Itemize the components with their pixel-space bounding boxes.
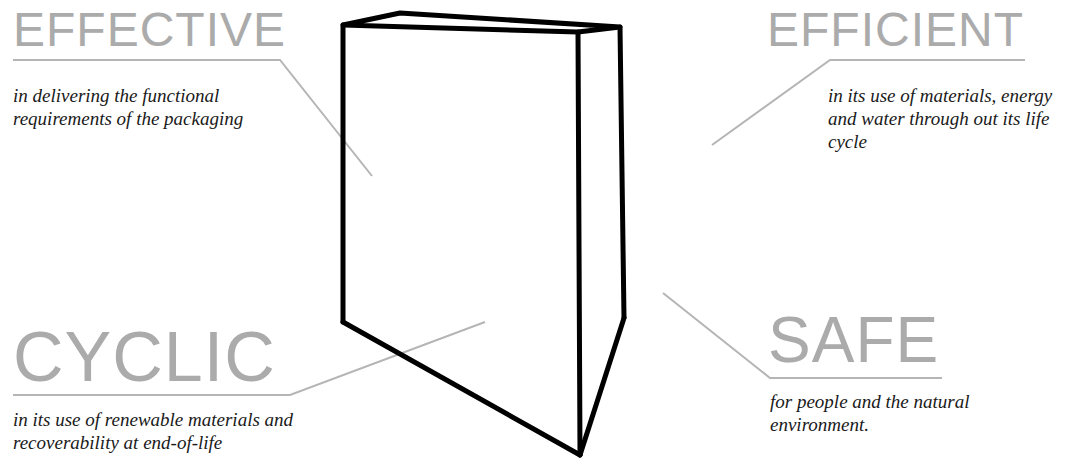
box-edge [343,322,580,455]
leader-line [13,60,372,176]
principle-title: SAFE [768,308,939,372]
box-outline [343,13,624,455]
box-edge [341,25,346,322]
box-top [343,13,620,32]
principle-description: for people and the natural environment. [770,390,980,436]
box-edge [620,27,624,318]
leader-line [13,322,485,395]
principle-description: in its use of materials, energy and wate… [828,84,1078,153]
box-edge [580,318,624,455]
principle-title: CYCLIC [13,322,276,392]
principle-description: in delivering the functional requirement… [13,84,313,130]
principle-description: in its use of renewable materials and re… [13,408,343,454]
principle-title: EFFICIENT [767,6,1024,54]
box-edge [578,32,580,455]
leader-line [663,293,942,378]
principle-title: EFFECTIVE [13,6,286,54]
